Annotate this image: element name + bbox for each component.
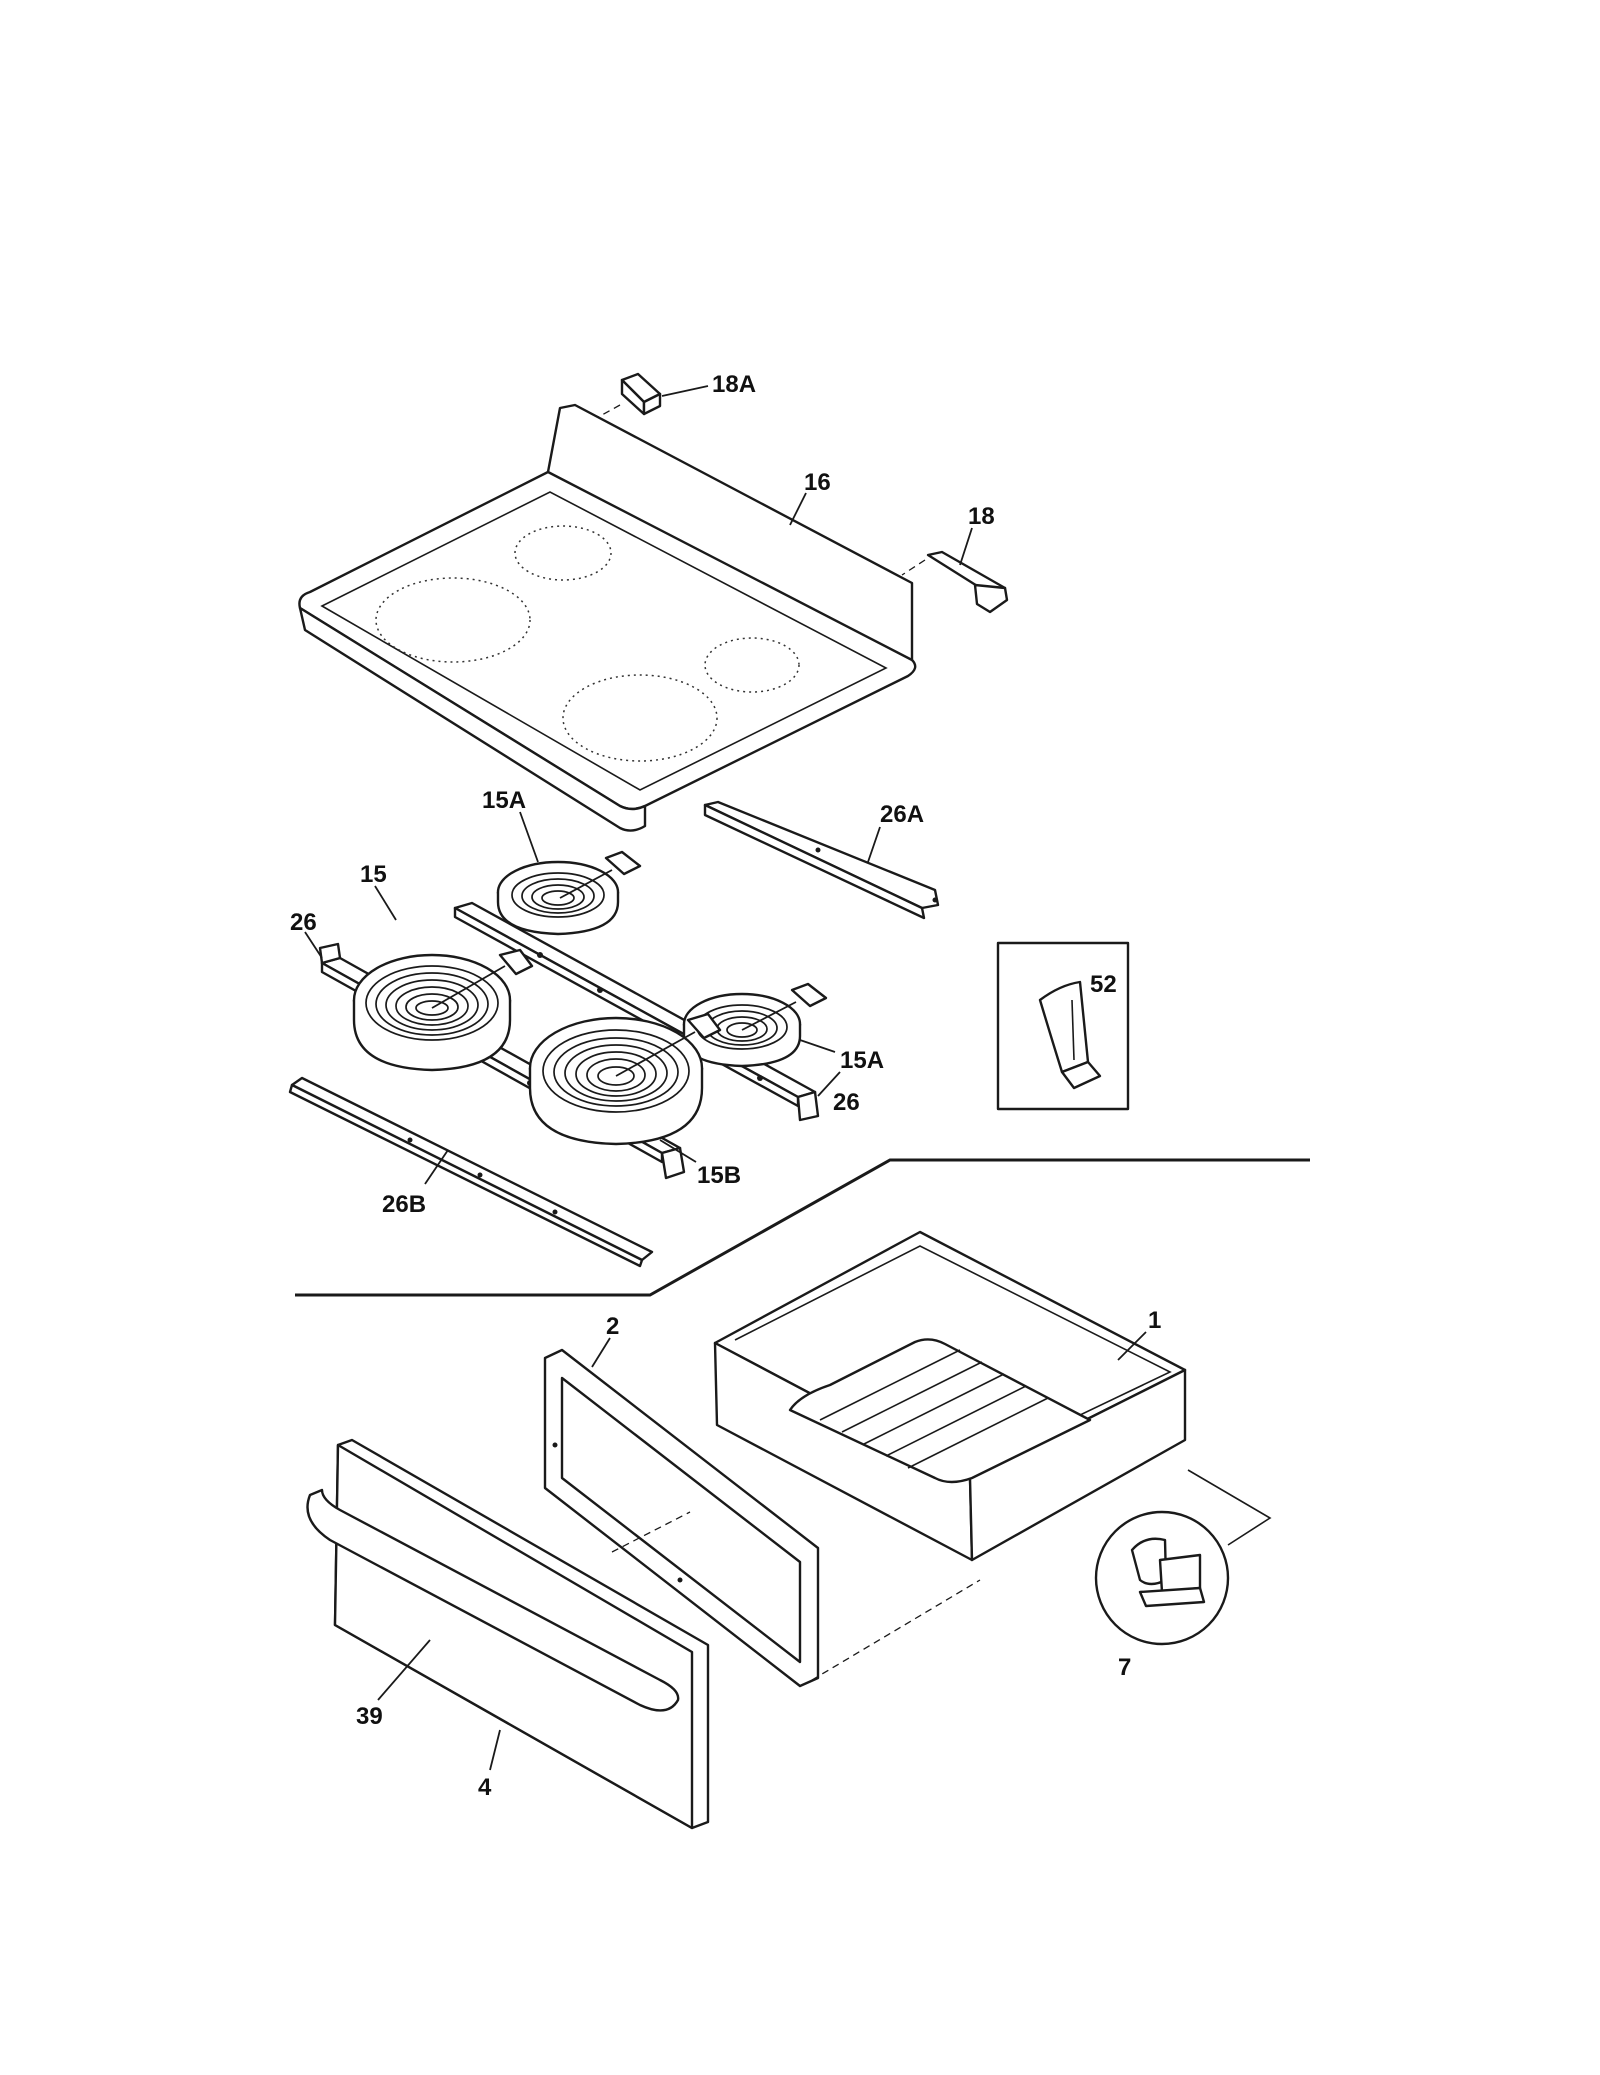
label-7: 7 [1118, 1654, 1131, 1681]
label-15a-top: 15A [482, 787, 526, 814]
bracket-18 [926, 550, 1009, 614]
label-15a-right: 15A [840, 1047, 884, 1074]
drawer-frame-2 [543, 1348, 820, 1688]
label-26b: 26B [382, 1191, 426, 1218]
label-16: 16 [804, 469, 831, 496]
trim-strip-26b [288, 1076, 654, 1268]
label-26-right-visible: 26 [833, 1089, 860, 1116]
drawer-handle-39 [306, 1488, 680, 1712]
leader-39 [377, 1639, 431, 1701]
label-26-left: 26 [290, 909, 317, 936]
assembly-line-18 [901, 559, 926, 576]
assembly-line-drawer-top [611, 1511, 691, 1553]
label-26a: 26A [880, 801, 924, 828]
element-15 [352, 948, 534, 1072]
leader-15a-top [519, 811, 539, 863]
leader-18 [959, 527, 973, 566]
assembly-line-drawer-bottom [811, 1579, 981, 1681]
bracket-18a [620, 372, 662, 416]
leader-1 [1117, 1331, 1147, 1361]
bracket-26a [703, 800, 940, 920]
label-39: 39 [356, 1703, 383, 1730]
leader-26a [867, 826, 881, 863]
label-52: 52 [1090, 971, 1117, 998]
section-separator [295, 1158, 1310, 1297]
label-4: 4 [478, 1774, 492, 1801]
leader-16 [789, 492, 807, 526]
element-15a-top [496, 850, 642, 936]
leader-15b [659, 1139, 697, 1163]
cooktop-16 [298, 403, 917, 832]
leader-15a-right [799, 1039, 836, 1053]
label-1: 1 [1148, 1307, 1161, 1334]
leader-26-left [304, 931, 323, 959]
leader-15 [374, 885, 397, 921]
leader-18a [661, 385, 709, 397]
label-15: 15 [360, 861, 387, 888]
leader-26b [424, 1149, 449, 1185]
element-15b [528, 1012, 722, 1146]
leader-4 [489, 1729, 501, 1771]
drawer-box-1 [713, 1230, 1187, 1562]
label-2: 2 [606, 1313, 619, 1340]
label-18: 18 [968, 503, 995, 530]
callout-7 [1094, 1469, 1272, 1646]
leader-26-right [817, 1071, 841, 1097]
leader-2 [591, 1337, 611, 1368]
label-18a: 18A [712, 371, 756, 398]
label-15b: 15B [697, 1162, 741, 1189]
inset-box-52 [996, 941, 1130, 1111]
